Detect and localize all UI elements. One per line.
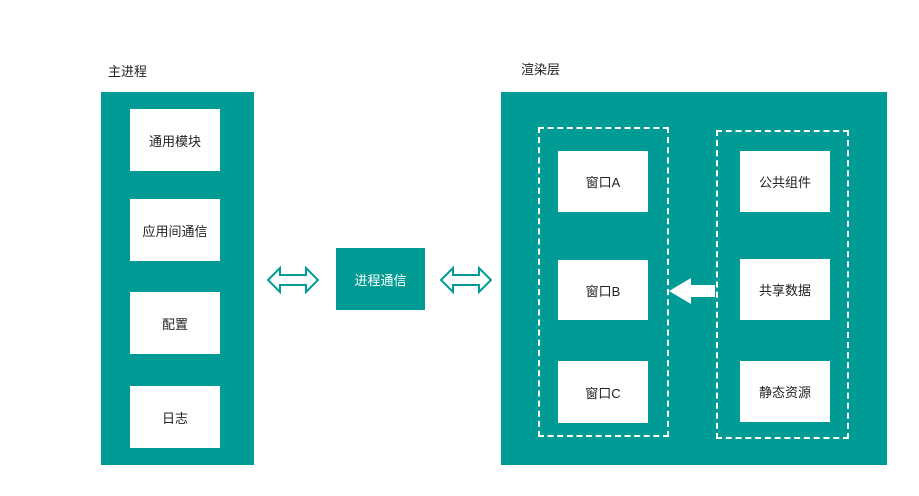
module-inter-app-communication: 应用间通信 (130, 199, 220, 261)
window-c: 窗口C (558, 361, 648, 423)
double-arrow-icon (267, 265, 319, 295)
window-b: 窗口B (558, 260, 648, 320)
windows-group (538, 127, 669, 437)
window-a: 窗口A (558, 151, 648, 212)
shared-components: 公共组件 (740, 151, 830, 212)
main-process-title: 主进程 (108, 64, 148, 79)
main-process-panel: 通用模块 应用间通信 配置 日志 (101, 92, 254, 465)
renderer-title: 渲染层 (521, 62, 561, 77)
arrow-left-icon (669, 278, 715, 304)
ipc-box: 进程通信 (336, 248, 425, 310)
module-log: 日志 (130, 386, 220, 448)
module-config: 配置 (130, 292, 220, 354)
renderer-panel: 窗口A 窗口B 窗口C 公共组件 共享数据 静态资源 (501, 92, 887, 465)
shared-data: 共享数据 (740, 259, 830, 320)
double-arrow-icon (440, 265, 492, 295)
shared-group (716, 130, 849, 439)
static-resources: 静态资源 (740, 361, 830, 422)
module-common: 通用模块 (130, 109, 220, 171)
